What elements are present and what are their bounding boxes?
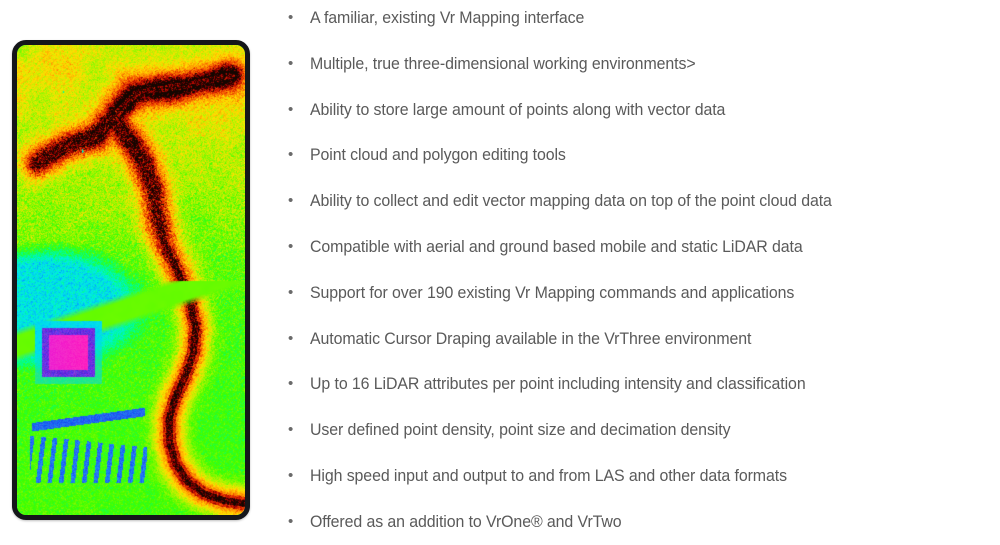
feature-label: Compatible with aerial and ground based … [310, 238, 803, 256]
feature-label: Automatic Cursor Draping available in th… [310, 329, 752, 348]
feature-bullet-list: • A familiar, existing Vr Mapping interfa… [283, 0, 995, 545]
bullet-point-icon: • [288, 54, 294, 72]
feature-label: Support for over 190 existing Vr Mapping… [310, 283, 795, 302]
feature-label: Offered as an addition to VrOne® and VrT… [310, 512, 622, 531]
bullet-point-icon: • [288, 512, 294, 530]
lidar-point-cloud-figure [12, 40, 250, 520]
feature-list-item: • A familiar, existing Vr Mapping interfa… [283, 5, 594, 31]
feature-list-item: • Support for over 190 existing Vr Mappin… [283, 280, 812, 306]
bullet-point-icon: • [288, 329, 294, 347]
bullet-point-icon: • [288, 192, 294, 210]
feature-label: Multiple, true three-dimensional working… [310, 54, 696, 73]
feature-list-item: • Automatic Cursor Draping available in t… [283, 326, 767, 352]
feature-list-item: • Ability to collect and edit vector mapp… [283, 188, 851, 214]
feature-label: Ability to collect and edit vector mappi… [310, 192, 832, 211]
feature-label: A familiar, existing Vr Mapping interfac… [310, 9, 585, 27]
bullet-point-icon: • [288, 375, 294, 393]
feature-list-item: • High speed input and output to and from… [283, 463, 804, 489]
feature-label: Up to 16 LiDAR attributes per point incl… [310, 375, 806, 394]
feature-label: High speed input and output to and from … [310, 467, 787, 485]
bullet-point-icon: • [288, 238, 294, 255]
bullet-point-icon: • [288, 9, 294, 26]
feature-label: User defined point density, point size a… [310, 421, 731, 440]
lidar-point-cloud-image [17, 45, 245, 515]
bullet-point-icon: • [288, 100, 294, 118]
bullet-point-icon: • [288, 283, 294, 301]
feature-list-item: • Multiple, true three-dimensional workin… [283, 51, 710, 77]
feature-list-item: • Offered as an addition to VrOne® and Vr… [283, 509, 633, 535]
bullet-point-icon: • [288, 467, 294, 484]
feature-list-item: • Up to 16 LiDAR attributes per point inc… [283, 371, 824, 397]
feature-list-item: • Compatible with aerial and ground based… [283, 234, 821, 260]
bullet-point-icon: • [288, 146, 294, 164]
feature-list-item: • Ability to store large amount of points… [283, 97, 740, 123]
feature-label: Ability to store large amount of points … [310, 100, 726, 119]
bullet-point-icon: • [288, 421, 294, 439]
feature-list-item: • User defined point density, point size … [283, 417, 746, 443]
feature-label: Point cloud and polygon editing tools [310, 146, 566, 165]
feature-list-item: • Point cloud and polygon editing tools [283, 142, 575, 168]
